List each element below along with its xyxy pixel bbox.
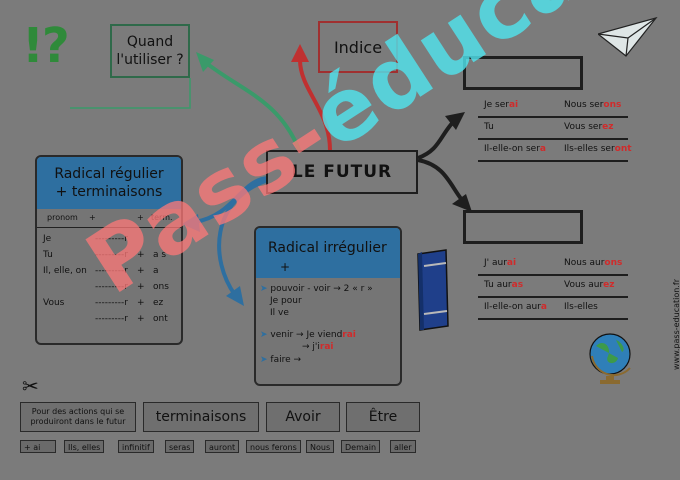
irr-line-4: ➤ venir → Je viendrai [260,330,356,340]
conj-row: Tu Vous serez [478,116,628,140]
arrow-to-indice [298,59,332,151]
reg-row-radical: ---------r [95,250,128,260]
reg-row-term: ont [153,314,168,324]
cutout-etre: Être [346,402,420,432]
tag-nous: Nous [306,440,335,453]
arrow-to-quand [203,60,302,153]
scissors-icon: ✂ [22,374,39,398]
reg-row-radical: ---------r [95,282,128,292]
reg-row-term: ez [153,298,164,308]
cutout-definition: Pour des actions qui se produiront dans … [20,402,136,432]
etre-title-slot [463,56,583,90]
conj-row: Tu auras Vous aurez [478,274,628,298]
center-title-box: LE FUTUR [266,150,418,194]
radical-regulier-title: Radical régulier + terminaisons [54,166,164,200]
paper-plane-icon [598,16,658,57]
arrow-to-avoir [417,158,464,202]
radical-regulier-col-headers: pronom + + term. [37,209,181,228]
tag-infinitif: infinitif [118,440,154,453]
conj-right: Vous serez [564,122,614,132]
reg-row-pronom: Vous [43,298,65,308]
irr-line-5: → j'irai [302,342,334,352]
col-plus-2: + [137,213,144,222]
radical-irregulier-title: Radical irrégulier [268,240,387,256]
reg-row-plus: + [137,298,145,308]
side-url: www.pass-education.fr [672,279,680,370]
tag-demain: Demain [341,440,381,453]
quand-box: Quand l'utiliser ? [110,24,190,78]
col-pronom: pronom [47,213,78,222]
arrow-to-irregulier [217,178,269,297]
center-title: LE FUTUR [291,162,393,182]
conj-left: Tu [484,122,494,132]
tag-nous-ferons: nous ferons [246,440,301,453]
radical-irregulier-card: Radical irrégulier + ➤ pouvoir - voir → … [254,226,402,386]
reg-row-term: a [153,266,159,276]
irr-line-1: ➤ pouvoir - voir → 2 « r » [260,284,373,294]
indice-label: Indice [333,37,383,57]
conj-left: Tu auras [484,280,524,290]
reg-row-radical: ---------r [95,314,128,324]
radical-regulier-card: Radical régulier + terminaisons pronom +… [35,155,183,345]
arrow-to-etre [417,118,457,160]
radical-irregulier-plus: + [280,260,291,274]
globe-icon [589,333,631,384]
indice-box: Indice [318,21,398,73]
conj-row: Il-elle-on aura Ils-elles [478,296,628,320]
irr-line-6: ➤ faire → [260,355,302,365]
irr-line-2: Je pour [270,296,302,306]
reg-row-plus: + [137,282,145,292]
conj-right: Vous aurez [564,280,615,290]
reg-row-plus: + [137,314,145,324]
irr-line-3: Il ve [270,308,289,318]
reg-row-plus: + [137,250,145,260]
col-term: term. [151,213,173,222]
radical-regulier-header: Radical régulier + terminaisons [37,157,181,209]
reg-row-radical: ---------r [95,266,128,276]
quand-label: Quand l'utiliser ? [116,34,184,68]
tag-auront: auront [205,440,240,453]
tag-ai: + ai [20,440,56,453]
conj-left: J' aurai [484,258,517,268]
conj-row: Il-elle-on sera Ils-elles seront [478,138,632,162]
reg-row-pronom: Je [43,234,52,244]
conj-row: J' aurai Nous aurons [478,252,628,276]
tag-ils-elles: Ils, elles [64,440,105,453]
reg-row-radical: ---------r [95,234,128,244]
cutout-avoir: Avoir [266,402,340,432]
radical-irregulier-header: Radical irrégulier + [256,228,400,278]
tag-aller: aller [390,440,416,453]
conj-right: Nous serons [564,100,622,110]
reg-row-pronom: Tu [43,250,53,260]
avoir-title-slot [463,210,583,244]
col-plus: + [89,213,96,222]
reg-row-radical: ---------r [95,298,128,308]
cutout-terminaisons: terminaisons [143,402,259,432]
conj-right: Ils-elles [564,302,598,312]
reg-row-term: ons [153,282,169,292]
conj-right: Ils-elles seront [564,144,632,154]
reg-row-plus: + [137,266,145,276]
conj-left: Il-elle-on aura [484,302,547,312]
conj-left: Il-elle-on sera [484,144,546,154]
book-icon [417,249,449,331]
conj-right: Nous aurons [564,258,623,268]
conj-left: Je serai [484,100,519,110]
reg-row-pronom: Il, elle, on [43,266,87,276]
tag-seras: seras [165,440,195,453]
reg-row-term: a s [153,250,167,260]
question-exclamation-icon: !? [22,18,70,74]
conj-row: Je serai Nous serons [478,94,628,118]
